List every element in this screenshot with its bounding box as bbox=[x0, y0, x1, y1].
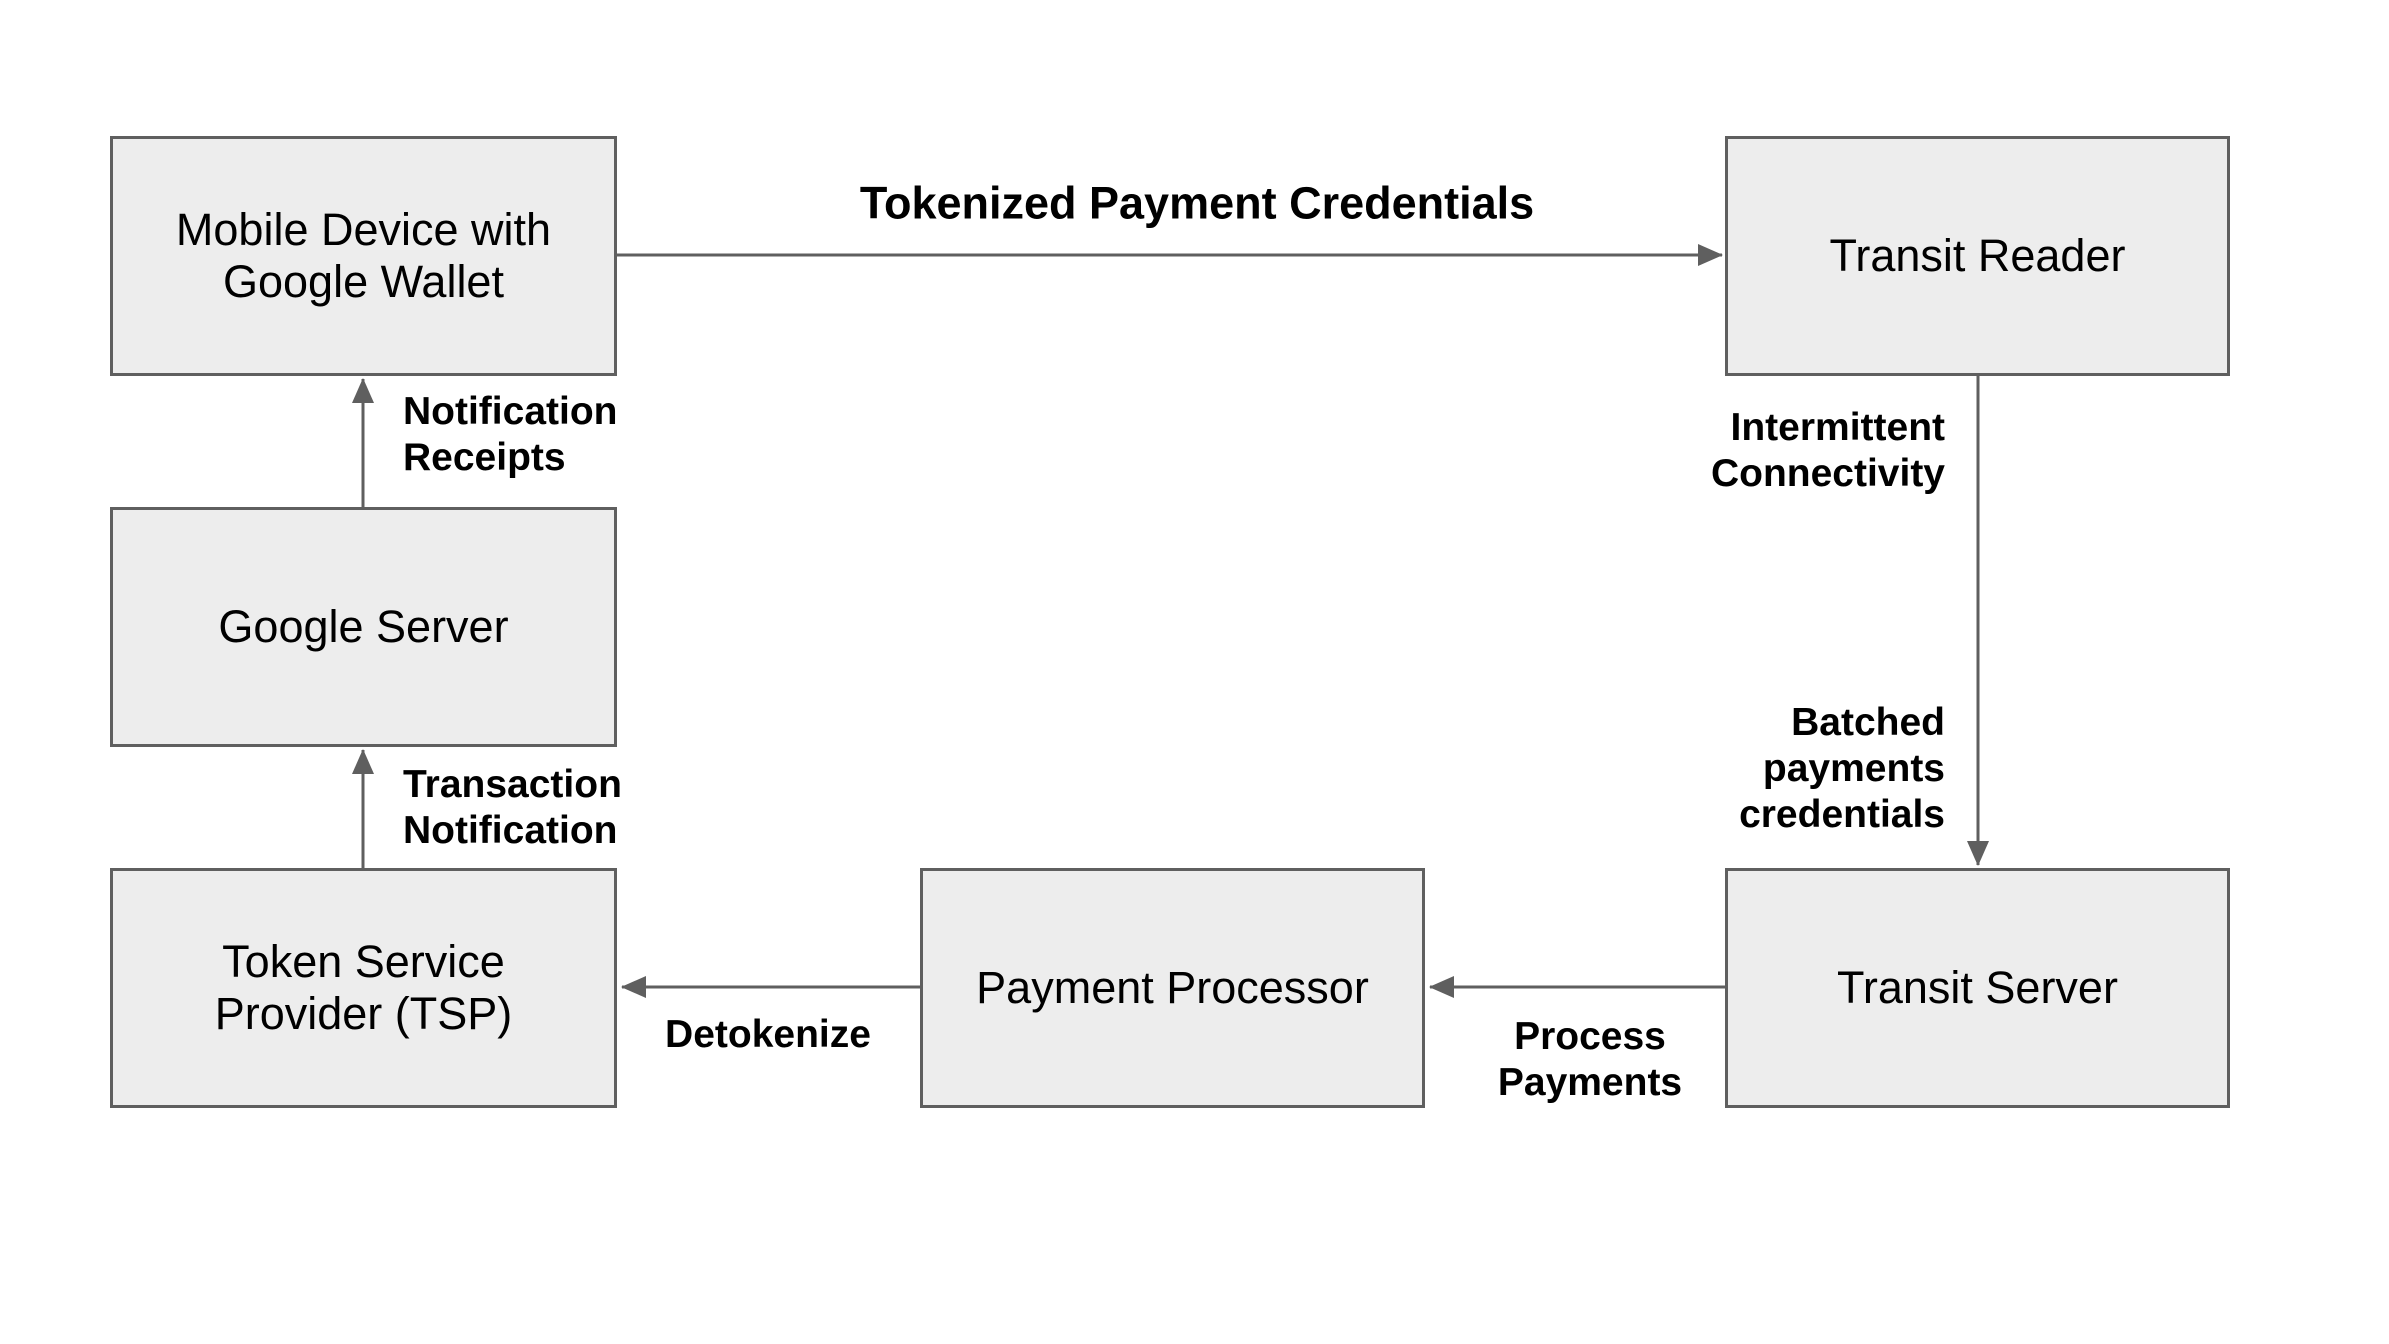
node-google-server: Google Server bbox=[110, 507, 617, 747]
node-label: Transit Server bbox=[1837, 962, 2118, 1013]
node-token-service-provider: Token Service Provider (TSP) bbox=[110, 868, 617, 1108]
edge-label-batched-payments-credentials: Batched payments credentials bbox=[1739, 701, 1945, 836]
node-label: Google Server bbox=[218, 601, 509, 652]
edge-label-detokenize: Detokenize bbox=[665, 1013, 871, 1056]
node-label: Mobile Device with Google Wallet bbox=[175, 204, 552, 307]
node-transit-server: Transit Server bbox=[1725, 868, 2230, 1108]
edge-label-tokenized-payment-credentials: Tokenized Payment Credentials bbox=[859, 177, 1535, 229]
edge-label-transaction-notification: Transaction Notification bbox=[403, 763, 622, 852]
edge-label-intermittent-connectivity: Intermittent Connectivity bbox=[1710, 406, 1945, 495]
node-label: Transit Reader bbox=[1829, 230, 2126, 281]
node-mobile-device-google-wallet: Mobile Device with Google Wallet bbox=[110, 136, 617, 376]
edge-label-notification-receipts: Notification Receipts bbox=[403, 390, 618, 479]
node-transit-reader: Transit Reader bbox=[1725, 136, 2230, 376]
edge-label-process-payments: Process Payments bbox=[1497, 1015, 1683, 1104]
node-payment-processor: Payment Processor bbox=[920, 868, 1425, 1108]
node-label: Payment Processor bbox=[976, 962, 1369, 1013]
node-label: Token Service Provider (TSP) bbox=[214, 936, 513, 1039]
